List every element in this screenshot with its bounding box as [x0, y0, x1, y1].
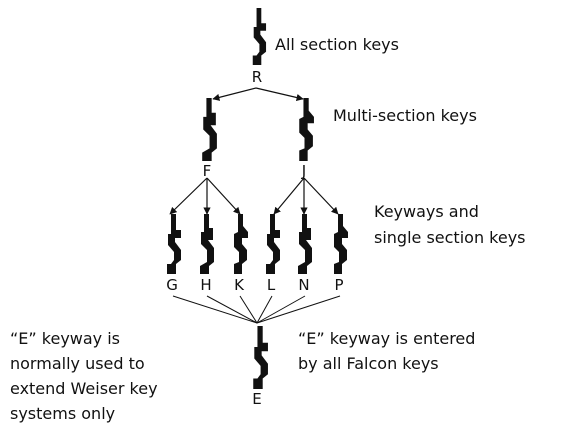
line-n-to-e — [256, 295, 306, 324]
keyway-profile-l — [266, 214, 280, 274]
arrow-r-to-j — [255, 87, 304, 102]
key-letter-p: P — [334, 276, 344, 294]
line-k-to-e — [239, 295, 258, 324]
line-g-to-e — [172, 295, 258, 324]
line-p-to-e — [256, 295, 341, 324]
key-letter-k: K — [234, 276, 244, 294]
keyway-profile-g — [167, 214, 181, 274]
key-letter-f: F — [202, 162, 212, 180]
arrow-j-to-p — [303, 177, 339, 215]
key-letter-g: G — [166, 276, 178, 294]
label-multi-section-keys: Multi-section keys — [333, 106, 477, 125]
label-e-right-line-1: “E” keyway is entered — [298, 329, 476, 348]
label-keyways-line-1: Keyways and — [374, 202, 479, 221]
keyway-profile-p — [334, 214, 348, 274]
key-letter-j: J — [301, 162, 307, 180]
keyway-profile-r — [252, 8, 267, 65]
key-letter-l: L — [266, 276, 276, 294]
line-h-to-e — [206, 295, 258, 324]
line-l-to-e — [256, 295, 273, 324]
label-e-left-line-1: “E” keyway is — [10, 329, 121, 348]
keyway-profile-n — [298, 214, 312, 274]
arrow-f-to-k — [206, 177, 241, 215]
label-all-section-keys: All section keys — [275, 35, 399, 54]
arrow-f-to-g — [169, 177, 208, 215]
key-letter-n: N — [298, 276, 310, 294]
keyway-profile-j — [299, 98, 314, 161]
label-e-right-line-2: by all Falcon keys — [298, 354, 439, 373]
keyway-profile-k — [234, 214, 248, 274]
label-e-left-line-4: systems only — [10, 404, 116, 423]
keyway-profile-e — [253, 326, 268, 389]
keyway-profile-h — [200, 214, 214, 274]
label-e-left-line-2: normally used to — [10, 354, 145, 373]
arrow-j-to-l — [273, 177, 305, 215]
key-letter-e: E — [252, 390, 262, 408]
label-keyways-line-2: single section keys — [374, 228, 526, 247]
key-letter-r: R — [251, 68, 263, 86]
label-e-left-line-3: extend Weiser key — [10, 379, 158, 398]
arrow-r-to-f — [212, 87, 257, 101]
keyway-profile-f — [202, 98, 217, 161]
key-letter-h: H — [200, 276, 212, 294]
